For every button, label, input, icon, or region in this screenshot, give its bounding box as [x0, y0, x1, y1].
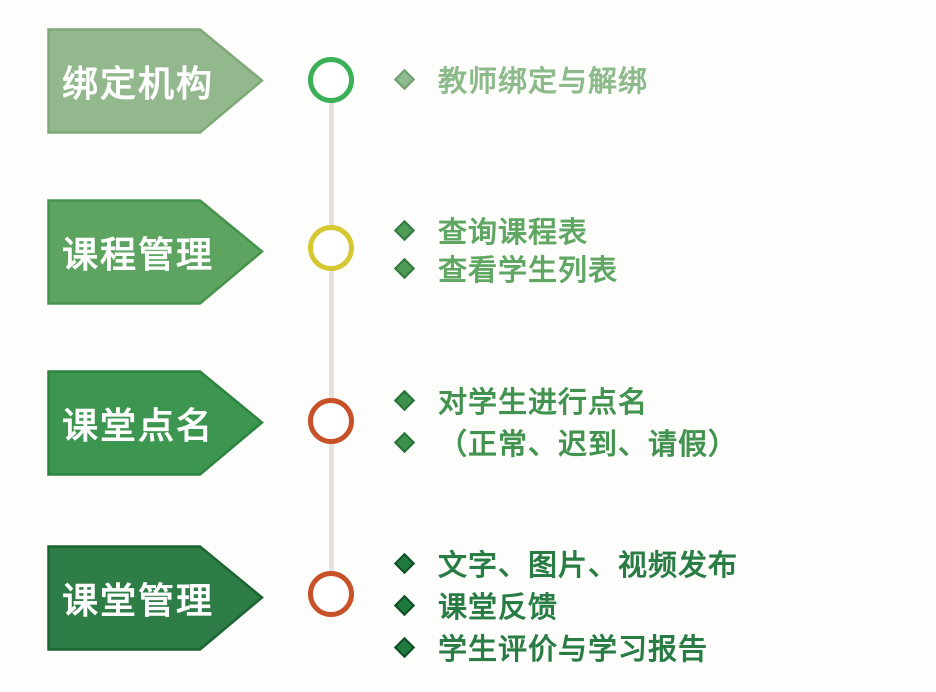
feature-item-label: 查询课程表: [438, 217, 589, 249]
arrow-shape: [47, 370, 264, 476]
feature-list: 查询课程表 查看学生列表: [393, 211, 619, 287]
feature-item-label: 学生评价与学习报告: [438, 634, 709, 666]
stage-arrow-banner: 课堂管理: [47, 545, 264, 651]
stage-arrow-banner: 绑定机构: [47, 28, 264, 134]
timeline-node: [308, 57, 354, 103]
stage-banner-label: 绑定机构: [62, 62, 215, 104]
timeline-line: [329, 80, 334, 594]
feature-list: 教师绑定与解绑: [393, 58, 649, 100]
diamond-bullet-icon: [393, 431, 416, 453]
feature-list: 对学生进行点名 （正常、迟到、请假）: [393, 379, 739, 463]
feature-item: 课堂反馈: [393, 584, 738, 626]
timeline-node: [308, 225, 354, 271]
timeline-node: [308, 571, 354, 617]
diamond-bullet-icon: [393, 636, 416, 658]
feature-item-label: 查看学生列表: [438, 255, 619, 287]
stage-banner-label: 课堂管理: [62, 579, 215, 621]
stage-banner-label: 课程管理: [62, 233, 215, 275]
timeline-node: [308, 398, 354, 444]
feature-item: 教师绑定与解绑: [393, 58, 649, 100]
feature-item: （正常、迟到、请假）: [393, 421, 739, 463]
arrow-shape: [47, 28, 264, 134]
feature-item-label: （正常、迟到、请假）: [438, 429, 739, 461]
feature-item: 查询课程表: [393, 211, 618, 249]
feature-item: 学生评价与学习报告: [393, 626, 738, 668]
arrow-shape: [47, 199, 264, 305]
diamond-bullet-icon: [393, 389, 416, 411]
stage-arrow-banner: 课堂点名: [47, 370, 264, 476]
feature-item: 查看学生列表: [393, 249, 619, 287]
diamond-bullet-icon: [393, 257, 416, 279]
feature-item-label: 对学生进行点名: [438, 387, 649, 419]
feature-item-label: 课堂反馈: [438, 592, 559, 624]
feature-list: 文字、图片、视频发布 课堂反馈 学生评价与学习报告: [393, 542, 739, 668]
feature-item-label: 文字、图片、视频发布: [438, 550, 739, 582]
diamond-bullet-icon: [393, 219, 416, 241]
feature-item-label: 教师绑定与解绑: [438, 66, 649, 98]
stage-banner-label: 课堂点名: [62, 404, 215, 446]
arrow-shape: [47, 545, 264, 651]
diamond-bullet-icon: [393, 552, 416, 574]
diamond-bullet-icon: [393, 68, 416, 90]
diamond-bullet-icon: [393, 594, 416, 616]
feature-item: 对学生进行点名: [393, 379, 738, 421]
stage-arrow-banner: 课程管理: [47, 199, 264, 305]
feature-item: 文字、图片、视频发布: [393, 542, 739, 584]
